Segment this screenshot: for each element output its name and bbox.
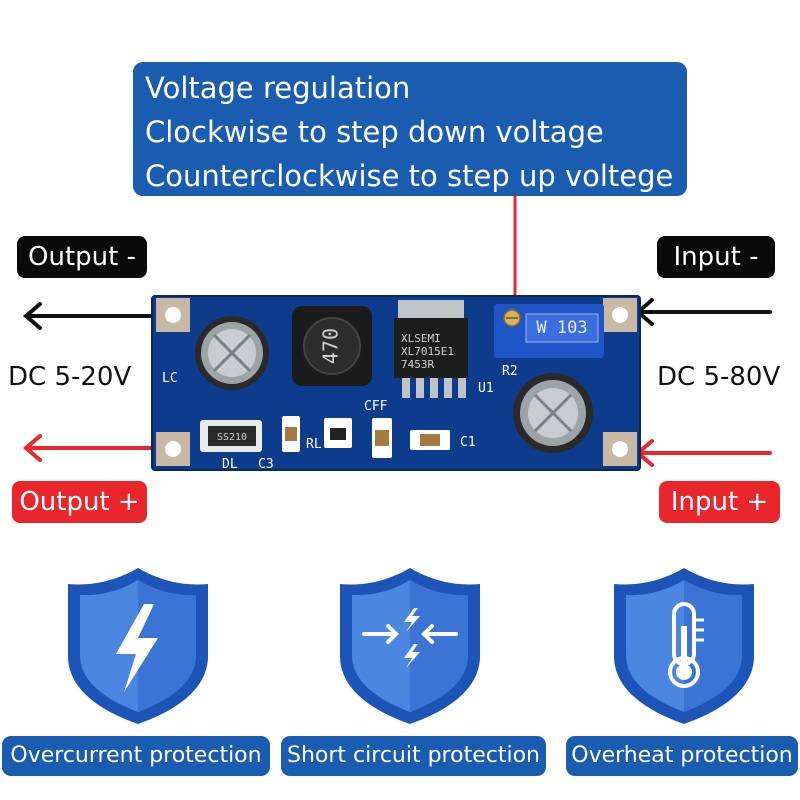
board-illustration: 470 XLSEMI XL7015E1 7453R W 103 SS210	[22, 196, 772, 472]
ic-marking-1: XLSEMI	[401, 332, 441, 345]
overcurrent-protection-label: Overcurrent protection	[2, 736, 270, 776]
smd-capacitor-cff	[372, 418, 392, 458]
output-minus-arrow	[22, 302, 154, 330]
voltage-regulation-callout: Voltage regulation Clockwise to step dow…	[133, 62, 687, 196]
potentiometer: W 103	[494, 304, 604, 358]
regulator-ic: XLSEMI XL7015E1 7453R	[394, 300, 468, 398]
output-voltage-range: DC 5-20V	[8, 362, 132, 392]
input-voltage-range: DC 5-80V	[657, 362, 781, 392]
overheat-protection-label: Overheat protection	[566, 736, 798, 776]
output-capacitor	[195, 316, 269, 390]
output-plus-label: Output +	[12, 481, 147, 523]
overcurrent-shield	[68, 568, 208, 724]
overheat-shield	[614, 568, 754, 724]
callout-line-1: Voltage regulation	[145, 71, 411, 105]
output-plus-pad	[156, 432, 190, 466]
lightning-icon	[116, 604, 158, 692]
silk-lc: LC	[162, 371, 178, 386]
inductor: 470	[292, 306, 372, 386]
silk-r2: R2	[502, 364, 518, 379]
smd-resistor-rl	[324, 418, 352, 448]
callout-line-3: Counterclockwise to step up voltege	[145, 159, 674, 193]
silk-cff: CFF	[364, 399, 388, 414]
output-plus-arrow	[22, 434, 154, 462]
input-plus-pad	[603, 432, 637, 466]
short-circuit-icon	[362, 608, 458, 668]
inductor-marking: 470	[319, 328, 343, 364]
callout-line-2: Clockwise to step down voltage	[145, 115, 604, 149]
smd-capacitor-c3	[282, 416, 300, 452]
thermometer-icon	[668, 602, 704, 688]
ic-marking-3: 7453R	[401, 358, 434, 371]
smd-capacitor-c1	[410, 430, 450, 450]
input-minus-arrow	[634, 298, 772, 326]
silk-dl: DL	[222, 457, 238, 472]
input-plus-arrow	[634, 439, 772, 467]
input-capacitor	[513, 373, 593, 453]
output-minus-pad	[156, 298, 190, 332]
ic-marking-2: XL7015E1	[401, 345, 454, 358]
pot-marking: W 103	[536, 318, 587, 338]
schottky-diode: SS210	[200, 420, 262, 452]
output-minus-label: Output -	[17, 236, 147, 278]
input-plus-label: Input +	[659, 481, 780, 523]
input-minus-pad	[603, 298, 637, 332]
silk-c3: C3	[258, 457, 274, 472]
short-circuit-protection-label: Short circuit protection	[281, 736, 546, 776]
silk-u1: U1	[478, 381, 494, 396]
silk-rl: RL	[306, 437, 322, 452]
input-minus-label: Input -	[657, 236, 775, 278]
silk-c1: C1	[460, 435, 476, 450]
diode-marking: SS210	[217, 432, 247, 443]
short-circuit-shield	[340, 568, 480, 724]
